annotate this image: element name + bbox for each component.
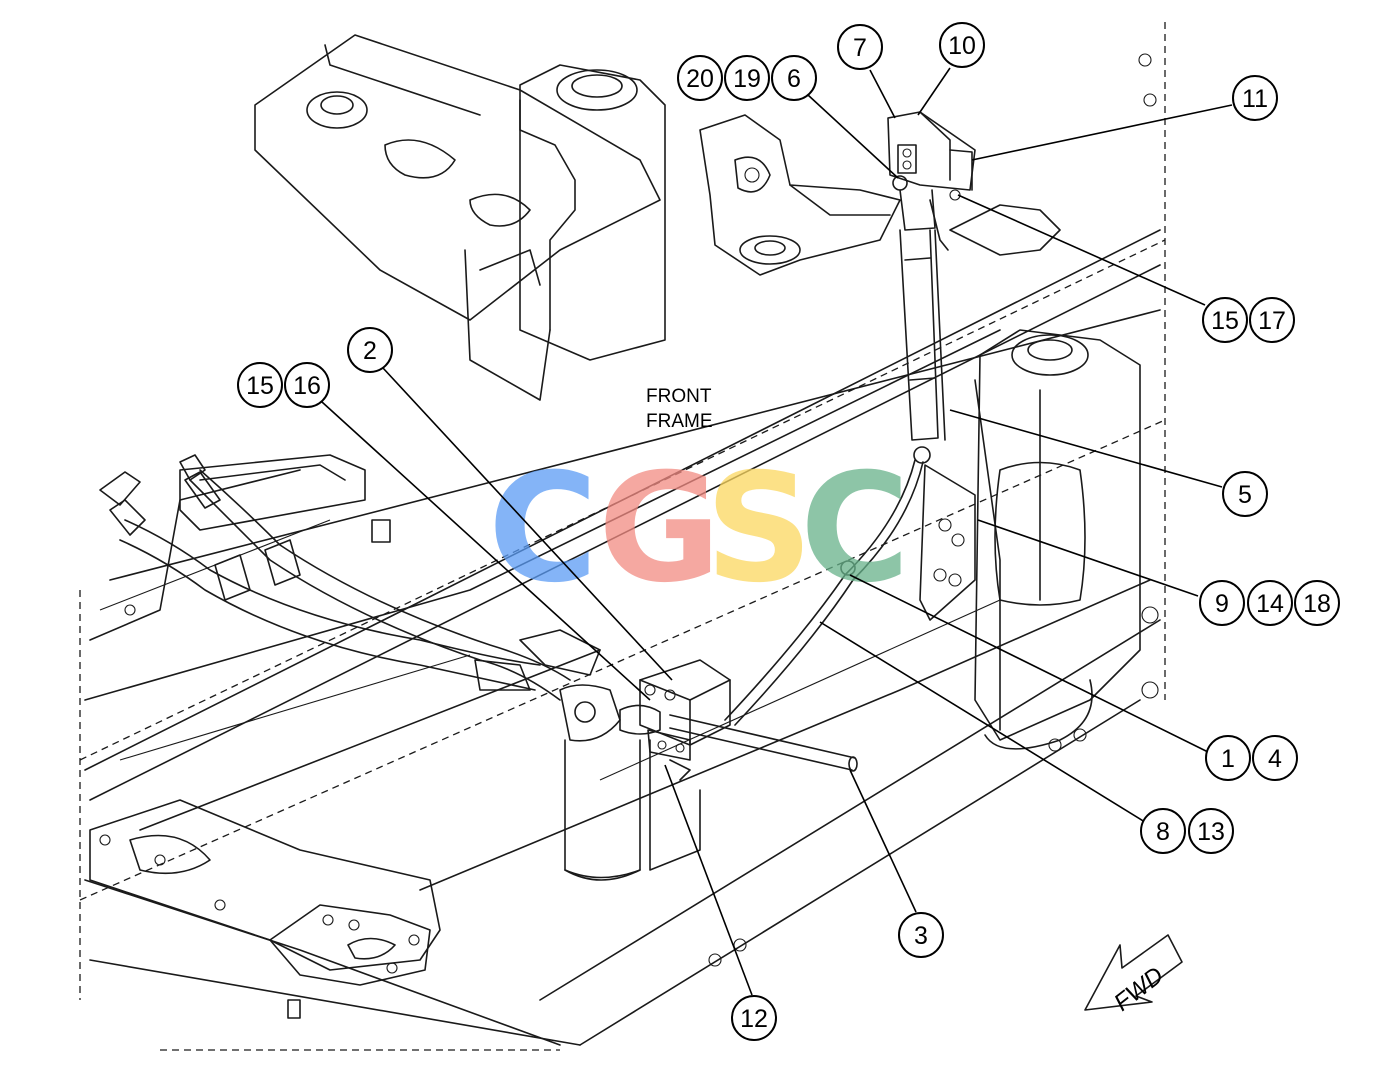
- callout-18: 18: [1294, 580, 1340, 626]
- callout-9: 9: [1199, 580, 1245, 626]
- callout-8: 8: [1140, 808, 1186, 854]
- callout-10: 10: [939, 22, 985, 68]
- svg-text:14: 14: [1256, 590, 1284, 618]
- front-frame: [84, 229, 1161, 1046]
- svg-text:13: 13: [1197, 818, 1225, 846]
- callout-13: 13: [1188, 808, 1234, 854]
- callout-15-right: 15: [1202, 297, 1248, 343]
- callout-17: 17: [1249, 297, 1295, 343]
- callout-4: 4: [1252, 735, 1298, 781]
- callout-6: 6: [771, 55, 817, 101]
- svg-text:3: 3: [914, 922, 928, 950]
- callout-20: 20: [677, 55, 723, 101]
- hoses: [99, 454, 601, 701]
- rear-frame-bracket: [254, 34, 666, 401]
- svg-text:11: 11: [1242, 85, 1268, 113]
- callouts: 2 15 16 20 19 6 7 10 11 15 17 5 9 14 18 …: [237, 22, 1340, 1041]
- callout-15-left: 15: [237, 362, 283, 408]
- watermark-letter-c2: C: [800, 442, 910, 616]
- callout-5: 5: [1222, 471, 1268, 517]
- watermark-letter-s: S: [705, 442, 813, 616]
- svg-text:15: 15: [246, 372, 274, 400]
- upper-mount: [699, 114, 1061, 276]
- callout-3: 3: [898, 912, 944, 958]
- frame-label-line1: FRONT: [646, 386, 712, 407]
- svg-text:10: 10: [948, 32, 976, 60]
- frame-label-line2: FRAME: [646, 411, 713, 432]
- svg-text:5: 5: [1238, 481, 1252, 509]
- svg-text:16: 16: [293, 372, 321, 400]
- watermark-letter-g: G: [598, 442, 721, 616]
- valve-filter-assembly: [559, 459, 924, 881]
- fwd-arrow: FWD: [1084, 934, 1183, 1017]
- svg-text:7: 7: [853, 34, 867, 62]
- svg-text:6: 6: [787, 65, 801, 93]
- callout-14: 14: [1247, 580, 1293, 626]
- leader-lines: [321, 67, 1233, 996]
- callout-7: 7: [837, 24, 883, 70]
- svg-text:20: 20: [686, 65, 714, 93]
- callout-2: 2: [347, 327, 393, 373]
- svg-text:15: 15: [1211, 307, 1239, 335]
- right-frame-column: [974, 53, 1159, 750]
- svg-text:8: 8: [1156, 818, 1170, 846]
- svg-text:2: 2: [363, 337, 377, 365]
- callout-1: 1: [1205, 735, 1251, 781]
- watermark-letter-c1: C: [488, 442, 598, 616]
- svg-text:12: 12: [740, 1005, 768, 1033]
- callout-19: 19: [724, 55, 770, 101]
- lower-plates: [89, 454, 1087, 1019]
- svg-text:4: 4: [1268, 745, 1282, 773]
- callout-12: 12: [731, 995, 777, 1041]
- svg-text:1: 1: [1221, 745, 1235, 773]
- watermark: C G S C: [488, 442, 910, 616]
- callout-11: 11: [1232, 75, 1278, 121]
- svg-text:9: 9: [1215, 590, 1229, 618]
- callout-16: 16: [284, 362, 330, 408]
- svg-text:17: 17: [1258, 307, 1286, 335]
- svg-text:19: 19: [733, 65, 761, 93]
- svg-text:18: 18: [1303, 590, 1331, 618]
